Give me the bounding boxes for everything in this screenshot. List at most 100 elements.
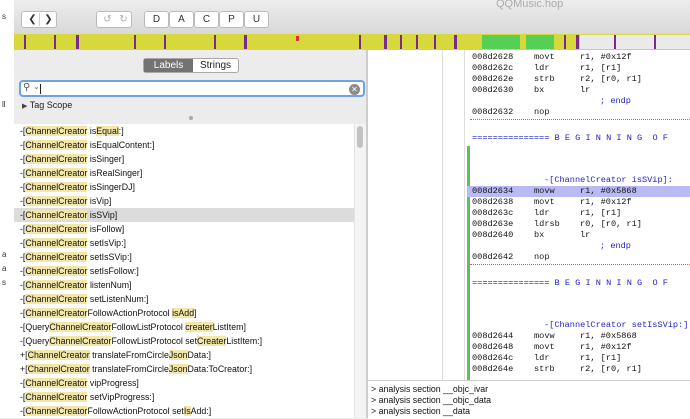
tag-scope-disclosure[interactable]: ▶ Tag Scope	[22, 100, 72, 110]
undo-button[interactable]: ↺	[103, 14, 112, 25]
list-item[interactable]: -[ChannelCreator isSVip]	[14, 208, 354, 222]
list-item[interactable]: -[ChannelCreator isFollow]	[14, 222, 354, 236]
search-options-chevron-icon[interactable]: ⌄	[33, 82, 40, 91]
clear-search-icon[interactable]: ✕	[349, 84, 360, 95]
labels-strings-toggle: Labels Strings	[143, 58, 239, 73]
list-item[interactable]: -[ChannelCreator vipProgress]	[14, 376, 354, 390]
address: 008d264c	[472, 353, 514, 363]
label-text: FollowListProtocol	[111, 322, 186, 332]
resize-handle[interactable]	[189, 116, 193, 120]
list-item[interactable]: -[ChannelCreator isEqual:]	[14, 124, 354, 138]
list-item[interactable]: -[ChannelCreatorFollowActionProtocol isA…	[14, 306, 354, 320]
undo-redo-group: ↺ ↻	[96, 11, 132, 28]
operands: r1, #0x12f	[580, 197, 632, 207]
nav-marker	[400, 35, 402, 49]
list-item[interactable]: -[QueryChannelCreatorFollowListProtocol …	[14, 320, 354, 334]
nav-marker	[454, 35, 457, 49]
match-highlight: isAdd	[172, 308, 195, 318]
address: 008d2638	[472, 197, 514, 207]
background-window-edge: s ll a a s	[0, 0, 15, 418]
match-highlight: ChannelCreator	[27, 364, 90, 374]
label-text: is	[87, 168, 97, 178]
match-highlight: ChannelCreator	[49, 322, 112, 332]
mode-button-c[interactable]: C	[194, 11, 219, 28]
slit-text: a	[2, 250, 7, 259]
nav-unexplored-region	[580, 35, 690, 49]
label-text: ListItem:]	[226, 336, 263, 346]
label-text: Add:]	[190, 406, 212, 416]
label-text: SingerDJ]	[96, 182, 135, 192]
redo-button[interactable]: ↻	[119, 14, 128, 25]
scrollbar-thumb[interactable]	[357, 126, 363, 148]
list-item[interactable]: -[QueryChannelCreatorFollowListProtocol …	[14, 334, 354, 348]
pane-divider[interactable]	[366, 50, 368, 418]
label-text: setIs	[87, 266, 109, 276]
opcode: nop	[534, 107, 550, 117]
nav-marker	[434, 35, 436, 49]
list-item[interactable]: -[ChannelCreator setIsFollow:]	[14, 264, 354, 278]
list-item[interactable]: -[ChannelCreator isRealSinger]	[14, 166, 354, 180]
list-item[interactable]: -[ChannelCreator setIsSVip:]	[14, 250, 354, 264]
label-text: -[	[20, 238, 26, 248]
opcode: movt	[534, 52, 555, 62]
search-input[interactable]: ⚲ ⌄ ✕	[19, 80, 365, 97]
labels-list[interactable]: -[ChannelCreator isEqual:]-[ChannelCreat…	[14, 124, 354, 418]
list-item[interactable]: -[ChannelCreator isSingerDJ]	[14, 180, 354, 194]
forward-button[interactable]: ❯	[44, 14, 53, 25]
match-highlight: Creater	[197, 336, 227, 346]
label-text: Vip]	[96, 196, 112, 206]
match-highlight: ChannelCreator	[25, 308, 88, 318]
list-item[interactable]: +[ChannelCreator translateFromCircleJson…	[14, 348, 354, 362]
list-scrollbar[interactable]	[354, 124, 367, 418]
tab-labels[interactable]: Labels	[144, 59, 193, 72]
tag-scope-label: Tag Scope	[29, 100, 73, 110]
label-text: Singer]	[96, 154, 125, 164]
match-highlight: ChannelCreator	[25, 126, 88, 136]
console-output[interactable]: > analysis section __objc_ivar > analysi…	[368, 380, 690, 419]
list-item[interactable]: -[ChannelCreator setIsVip:]	[14, 236, 354, 250]
label-text: vipProgress]	[87, 378, 139, 388]
match-highlight: Json	[168, 364, 188, 374]
list-item[interactable]: +[ChannelCreator translateFromCircleJson…	[14, 362, 354, 376]
list-item[interactable]: -[ChannelCreator listenNum]	[14, 278, 354, 292]
list-item[interactable]: -[ChannelCreator isVip]	[14, 194, 354, 208]
operands: r1, [r1]	[580, 208, 622, 218]
match-highlight: Is	[183, 406, 191, 416]
mode-button-u[interactable]: U	[244, 11, 269, 28]
label-text: setListenNum:]	[87, 294, 149, 304]
nav-marker	[244, 35, 247, 49]
opcode: ldr	[534, 63, 550, 73]
nav-marker	[384, 35, 387, 49]
gutter-line	[442, 50, 443, 380]
slit-text: ll	[2, 100, 6, 109]
back-button[interactable]: ❮	[28, 14, 37, 25]
match-highlight: creater	[185, 322, 213, 332]
match-highlight: ChannelCreator	[25, 252, 88, 262]
slit-text: s	[2, 12, 6, 21]
label-text: translateFromCircle	[89, 364, 169, 374]
mode-button-p[interactable]: P	[219, 11, 244, 28]
mode-button-d[interactable]: D	[144, 11, 169, 28]
label-text: FollowActionProtocol	[87, 308, 173, 318]
list-item[interactable]: -[ChannelCreator isEqualContent:]	[14, 138, 354, 152]
selected-line-highlight	[467, 186, 690, 197]
label-text: -[	[20, 224, 26, 234]
list-item[interactable]: -[ChannelCreator isSinger]	[14, 152, 354, 166]
list-item[interactable]: -[ChannelCreator setVipProgress:]	[14, 390, 354, 404]
opcode: bx	[534, 230, 545, 240]
navigation-bar[interactable]	[14, 34, 690, 50]
operands: r2, [r0, r1]	[580, 364, 642, 374]
procedure-separator	[470, 119, 690, 120]
label-text: is	[87, 126, 97, 136]
match-highlight: ChannelCreator	[25, 140, 88, 150]
nav-marker	[164, 35, 166, 49]
match-highlight: ChannelCreator	[25, 266, 88, 276]
match-highlight: ChannelCreator	[25, 280, 88, 290]
list-item[interactable]: -[ChannelCreatorFollowActionProtocol set…	[14, 404, 354, 418]
mode-button-a[interactable]: A	[169, 11, 194, 28]
list-item[interactable]: -[ChannelCreator setListenNum:]	[14, 292, 354, 306]
sidebar: Labels Strings ⚲ ⌄ ✕ ▶ Tag Scope -[Chann…	[14, 50, 367, 418]
tab-strings[interactable]: Strings	[199, 60, 232, 71]
operands: r0, [r0, r1]	[580, 219, 642, 229]
